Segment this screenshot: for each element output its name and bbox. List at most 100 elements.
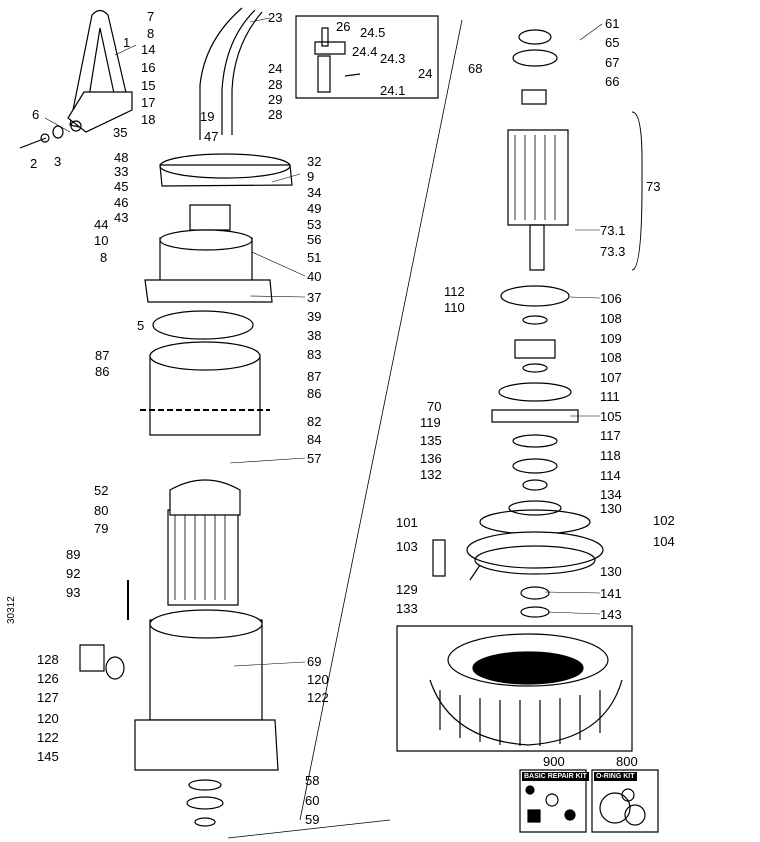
part-label: 122 <box>37 730 59 745</box>
part-label: 1 <box>123 35 131 50</box>
seal-58 <box>189 780 221 790</box>
detail-box <box>397 626 632 751</box>
part-label: 40 <box>307 269 322 284</box>
part-label: 800 <box>616 754 638 769</box>
part-label: 109 <box>600 331 622 346</box>
bearing-housing-106 <box>501 286 569 306</box>
part-label: 122 <box>307 690 329 705</box>
part-label: 73.3 <box>600 244 626 259</box>
part-label: 110 <box>444 300 465 315</box>
part-label: 129 <box>396 582 418 597</box>
part-label: 58 <box>305 773 320 788</box>
part-label: 104 <box>653 534 675 549</box>
part-label: 130 <box>600 501 622 516</box>
part-label: 79 <box>94 521 109 536</box>
seal-59 <box>195 818 215 826</box>
part-label: 87 <box>307 369 322 384</box>
seal-housing-105 <box>492 410 578 422</box>
part-label: 65 <box>605 35 620 50</box>
part-label: 118 <box>600 448 621 463</box>
flange-130b <box>467 532 603 574</box>
part-label: 59 <box>305 812 320 827</box>
part-label: 102 <box>653 513 675 528</box>
part-label: 9 <box>307 169 315 184</box>
part-label: 900 <box>543 754 565 769</box>
part-label: 135 <box>420 433 442 448</box>
drawing-code: 30312 <box>6 596 17 624</box>
part-label: 120 <box>37 711 59 726</box>
ring-108a <box>523 316 547 324</box>
part-label: 86 <box>307 386 322 401</box>
bracket-129 <box>433 540 480 580</box>
part-label: 24.3 <box>380 51 406 66</box>
ring-118 <box>513 459 557 473</box>
part-label: 29 <box>268 92 283 107</box>
part-label: 34 <box>307 185 322 200</box>
part-label: 84 <box>307 432 322 447</box>
part-label: 108 <box>600 350 622 365</box>
part-label: 52 <box>94 483 109 498</box>
ring-114 <box>523 480 547 490</box>
part-label: 133 <box>396 601 418 616</box>
seal-143 <box>521 607 549 617</box>
part-label: 5 <box>137 318 145 333</box>
pump-housing <box>135 610 278 770</box>
part-label: 70 <box>427 399 442 414</box>
part-label: 108 <box>600 311 622 326</box>
part-label: 143 <box>600 607 622 622</box>
part-label: 51 <box>307 250 322 265</box>
part-label: 26 <box>336 19 351 34</box>
part-label: 126 <box>37 671 59 686</box>
part-label: 44 <box>94 217 109 232</box>
bearing-109 <box>515 340 555 358</box>
motor-housing <box>145 230 272 302</box>
o-ring-111 <box>499 383 571 401</box>
part-label: 47 <box>204 129 219 144</box>
basic-repair-kit-box <box>520 770 586 832</box>
part-label: 67 <box>605 55 620 70</box>
part-label: 56 <box>307 232 322 247</box>
leader-lines <box>45 18 602 666</box>
seal-60 <box>187 797 223 809</box>
part-label: 134 <box>600 487 622 502</box>
part-label: 92 <box>66 566 81 581</box>
part-label: 24 <box>268 61 283 76</box>
part-label: 8 <box>147 26 155 41</box>
part-label: 119 <box>420 415 441 430</box>
o-ring-38 <box>153 311 253 339</box>
part-label: 141 <box>600 586 622 601</box>
part-label: 39 <box>307 309 322 324</box>
part-label: 53 <box>307 217 322 232</box>
part-label: 49 <box>307 201 322 216</box>
part-label: 107 <box>600 370 622 385</box>
part-label: 16 <box>141 60 156 75</box>
o-ring-icons <box>600 789 645 825</box>
part-label: 127 <box>37 690 59 705</box>
part-label: 32 <box>307 154 322 169</box>
o-ring-kit-box <box>592 770 658 832</box>
part-label: 23 <box>268 10 283 25</box>
ring-108b <box>523 364 547 372</box>
part-label: 66 <box>605 74 620 89</box>
part-label: 117 <box>600 428 621 443</box>
part-label: 7 <box>147 9 155 24</box>
part-label: 82 <box>307 414 322 429</box>
part-label: 68 <box>468 61 483 76</box>
part-label: 105 <box>600 409 622 424</box>
part-label: 101 <box>396 515 418 530</box>
cooling-jacket <box>430 634 622 746</box>
part-label: 33 <box>114 164 129 179</box>
part-label: 28 <box>268 107 283 122</box>
basic-repair-kit-label: BASIC REPAIR KIT <box>522 772 589 781</box>
plate-130a <box>480 510 590 534</box>
power-cables <box>200 8 262 140</box>
lifting-handle <box>68 11 132 133</box>
bolt-washer-set <box>20 126 63 148</box>
part-label: 136 <box>420 451 442 466</box>
part-label: 3 <box>54 154 62 169</box>
bearing-66 <box>522 90 546 104</box>
part-label: 37 <box>307 290 322 305</box>
part-label: 24.5 <box>360 25 386 40</box>
part-label: 86 <box>95 364 110 379</box>
